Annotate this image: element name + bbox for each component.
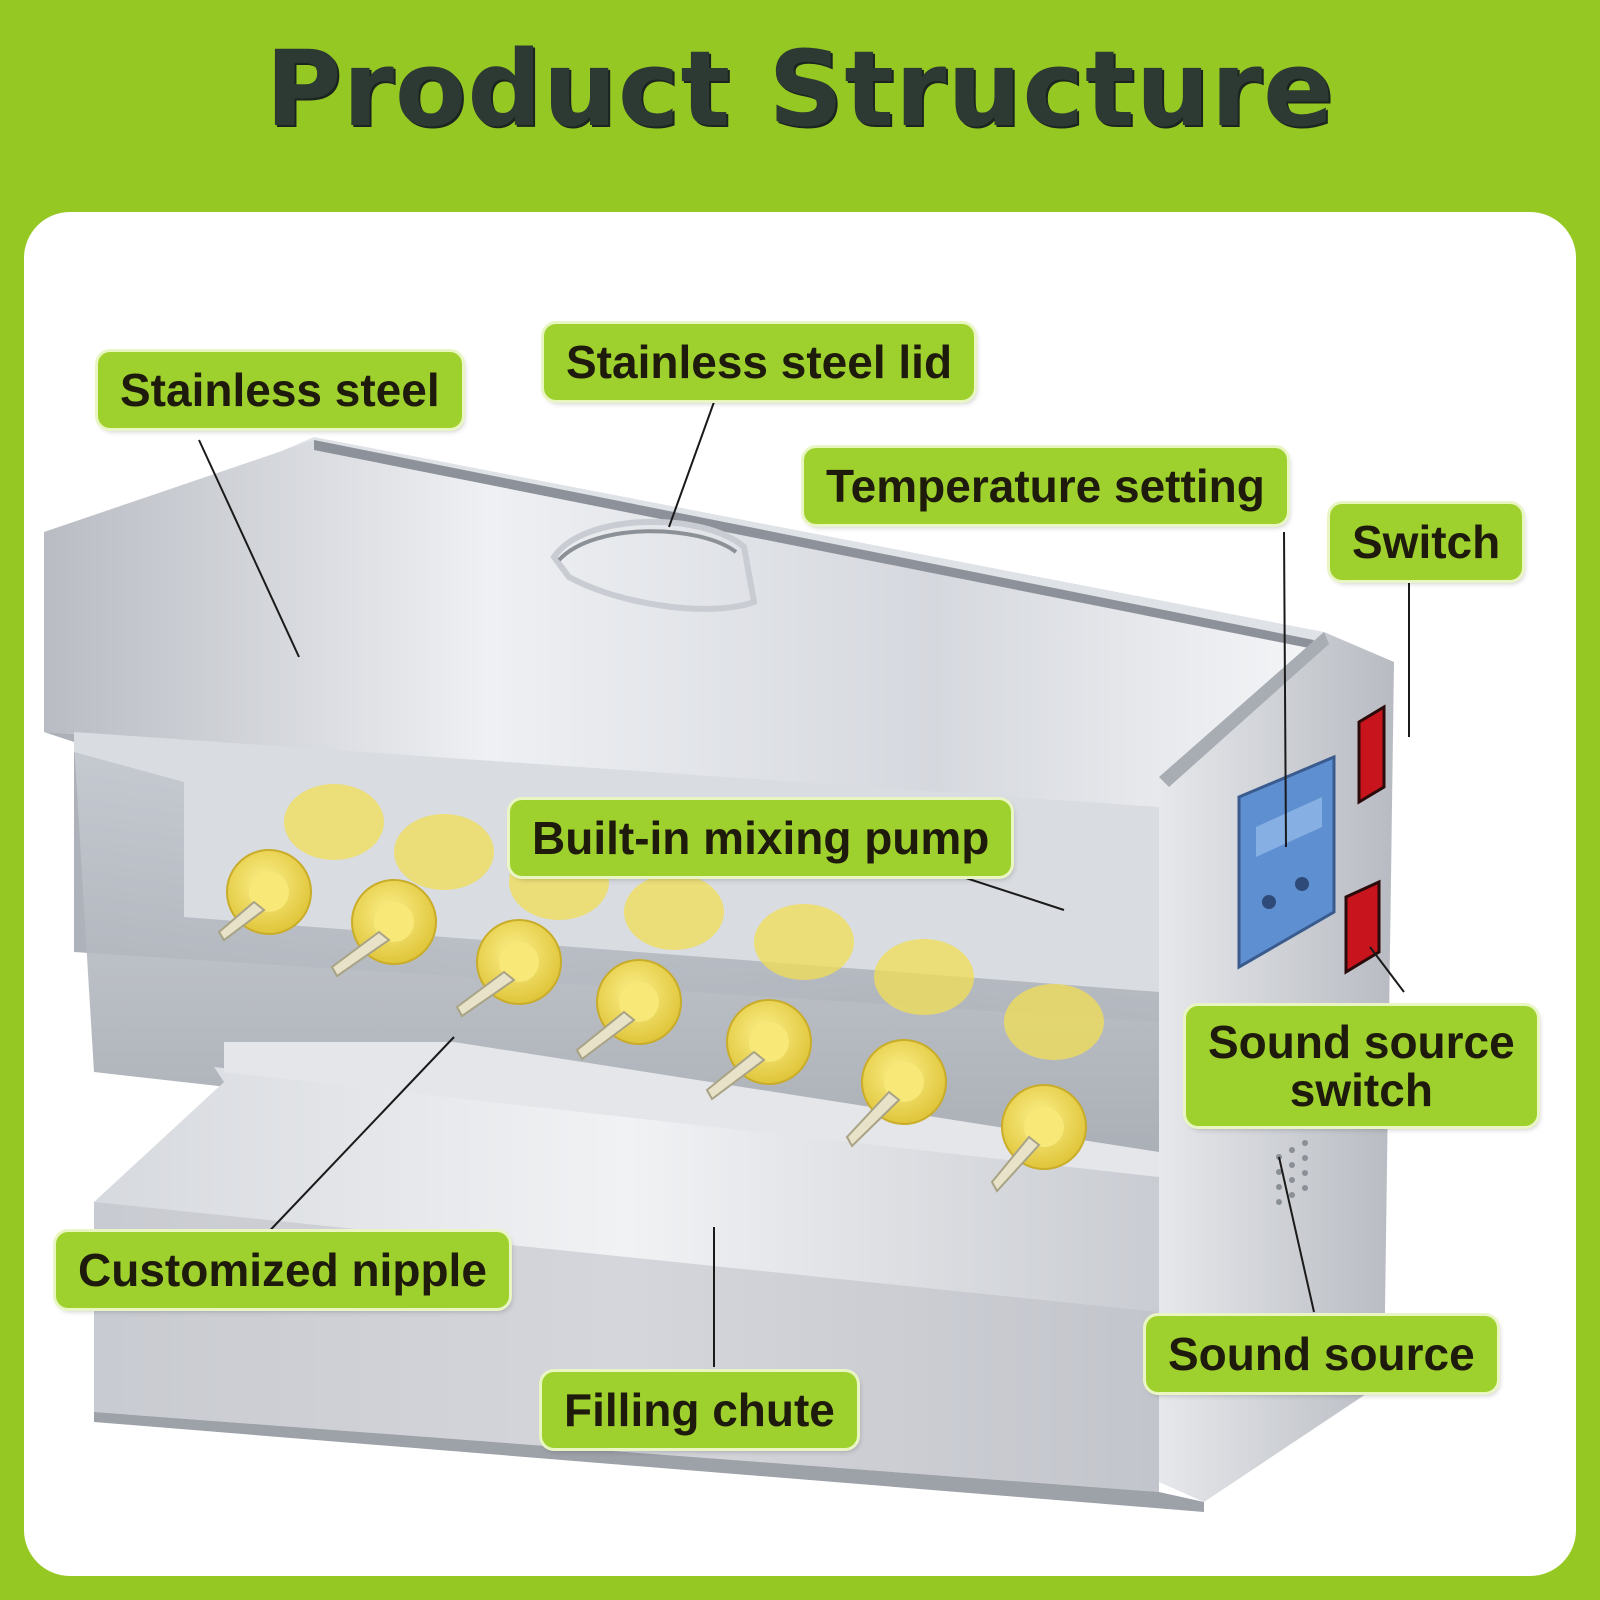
diagram-panel: Stainless steel Stainless steel lid Temp… [24,212,1576,1576]
bottle [330,879,437,978]
callout-temperature-setting: Temperature setting [804,448,1287,524]
page-title: Product Structure [265,28,1335,150]
power-switch [1357,704,1386,805]
callout-switch-text: Switch [1352,516,1501,568]
bottle [990,1084,1087,1193]
bottle [217,849,312,942]
callout-stainless-steel-text: Stainless steel [120,364,440,416]
callout-filling-chute: Filling chute [542,1372,857,1448]
bottle [705,999,812,1101]
callout-sound-source-switch-line2: switch [1289,1064,1433,1116]
bottle [845,1039,947,1148]
bottle [575,959,682,1061]
callout-built-in-mixing-pump-text: Built-in mixing pump [532,812,990,864]
callout-customized-nipple: Customized nipple [56,1232,509,1308]
bottle [455,919,562,1018]
bottles-back-row [284,784,1104,1060]
callout-filling-chute-text: Filling chute [564,1384,835,1436]
callout-stainless-steel-lid-text: Stainless steel lid [566,336,953,388]
stainless-steel-lid [44,440,1314,812]
callout-stainless-steel: Stainless steel [98,352,462,428]
callout-sound-source-switch-line1: Sound source [1208,1016,1515,1068]
bottles-front-row [217,849,1087,1193]
lid-handle [550,518,758,612]
callout-stainless-steel-lid: Stainless steel lid [544,324,975,400]
callout-sound-source-switch: Sound source switch [1186,1006,1537,1126]
callout-customized-nipple-text: Customized nipple [78,1244,487,1296]
callout-temperature-setting-text: Temperature setting [826,460,1265,512]
callout-switch: Switch [1330,504,1523,580]
callout-built-in-mixing-pump: Built-in mixing pump [510,800,1012,876]
callout-sound-source-text: Sound source [1168,1328,1475,1380]
callout-sound-source: Sound source [1146,1316,1497,1392]
